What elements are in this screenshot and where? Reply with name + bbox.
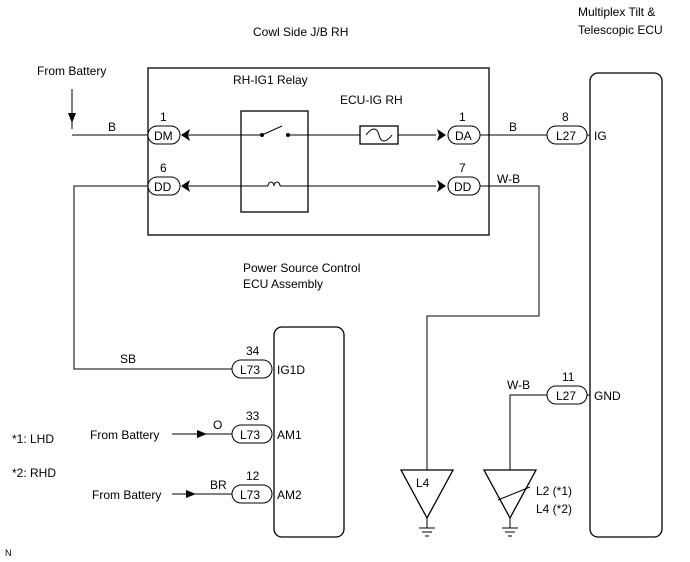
wire-color-gnd: W-B — [507, 378, 530, 392]
am1-arrowhead — [197, 430, 207, 438]
wire-dd-to-ig1d — [73, 185, 232, 370]
wire-color-am1: O — [213, 418, 222, 432]
am2-arrowhead — [186, 490, 196, 498]
wire-color-battery-in: B — [108, 120, 116, 134]
wire-color-am2: BR — [210, 478, 227, 492]
connector-dd-left-code: DD — [154, 180, 172, 194]
power-ecu-outline — [273, 326, 345, 538]
connector-l73-ig1d — [231, 359, 273, 379]
pin-l73-ig1d: 34 — [246, 344, 260, 358]
connector-l73-ig1d-code: L73 — [240, 363, 260, 377]
ground-label-l4: L4 — [416, 476, 430, 490]
power-ecu-title-line2: ECU Assembly — [243, 277, 323, 291]
pin-dm: 1 — [160, 110, 167, 124]
relay-box — [240, 110, 309, 213]
ground-label-l2: L2 (*1) — [536, 484, 572, 498]
connector-l73-am1 — [231, 424, 273, 444]
pin-dd-right: 7 — [459, 161, 466, 175]
fuse-element — [365, 128, 393, 142]
ground-point-l2-l4 — [482, 469, 538, 520]
battery-feed-arrowhead — [68, 113, 76, 123]
connector-l73-am2 — [231, 484, 273, 504]
notes-rhd: *2: RHD — [12, 466, 56, 480]
ground-point-l4 — [399, 469, 455, 520]
battery-source-top: From Battery — [37, 64, 106, 78]
wire-color-dd-out: W-B — [497, 172, 520, 186]
power-ecu-title-line1: Power Source Control — [243, 261, 360, 275]
connector-dd-right-code: DD — [454, 180, 472, 194]
relay-label: RH-IG1 Relay — [233, 73, 308, 87]
ground-label-l4-rhd: L4 (*2) — [536, 502, 572, 516]
pin-da: 1 — [459, 110, 466, 124]
terminal-am1: AM1 — [277, 428, 302, 442]
notes-lhd: *1: LHD — [12, 432, 54, 446]
pin-l73-am1: 33 — [246, 409, 260, 423]
tilt-ecu-title-line2: Telescopic ECU — [578, 23, 663, 37]
terminal-am2: AM2 — [277, 488, 302, 502]
ground-variant-slash — [497, 486, 531, 501]
junction-block-title: Cowl Side J/B RH — [253, 25, 348, 39]
connector-da-arrow — [437, 129, 446, 141]
connector-dm-arrow — [181, 129, 190, 141]
terminal-ig1d: IG1D — [277, 363, 305, 377]
connector-l73-am1-code: L73 — [240, 428, 260, 442]
fuse-label: ECU-IG RH — [340, 93, 403, 107]
battery-source-am2: From Battery — [92, 488, 161, 502]
terminal-ig: IG — [594, 129, 607, 143]
wire-dd-to-ground — [426, 185, 540, 470]
tilt-ecu-outline — [589, 72, 663, 538]
tilt-ecu-title-line1: Multiplex Tilt & — [578, 5, 655, 19]
pin-l73-am2: 12 — [246, 469, 260, 483]
footer-mark: N — [5, 548, 12, 558]
terminal-gnd: GND — [594, 389, 621, 403]
wire-gnd-to-ground — [509, 394, 547, 470]
relay-coil-icon — [267, 181, 281, 187]
connector-da-code: DA — [455, 129, 472, 143]
connector-l27-gnd-code: L27 — [556, 389, 576, 403]
relay-switch-blade — [261, 125, 283, 136]
connector-l73-am2-code: L73 — [240, 488, 260, 502]
ground-icon-l2-l4 — [502, 527, 518, 537]
wire-color-ig1d: SB — [120, 352, 136, 366]
pin-l27-ig: 8 — [562, 110, 569, 124]
battery-source-am1: From Battery — [90, 428, 159, 442]
connector-dm — [147, 125, 181, 145]
connector-dd-left-arrow — [181, 180, 190, 192]
pin-l27-gnd: 11 — [562, 370, 575, 384]
ground-icon-l4 — [419, 527, 435, 537]
wire-color-da-to-ig: B — [509, 120, 517, 134]
junction-block-outline — [147, 67, 490, 236]
pin-dd-left: 6 — [160, 161, 167, 175]
connector-l27-ig-code: L27 — [556, 129, 576, 143]
connector-dd-right-arrow — [437, 180, 446, 192]
connector-dm-code: DM — [154, 129, 173, 143]
